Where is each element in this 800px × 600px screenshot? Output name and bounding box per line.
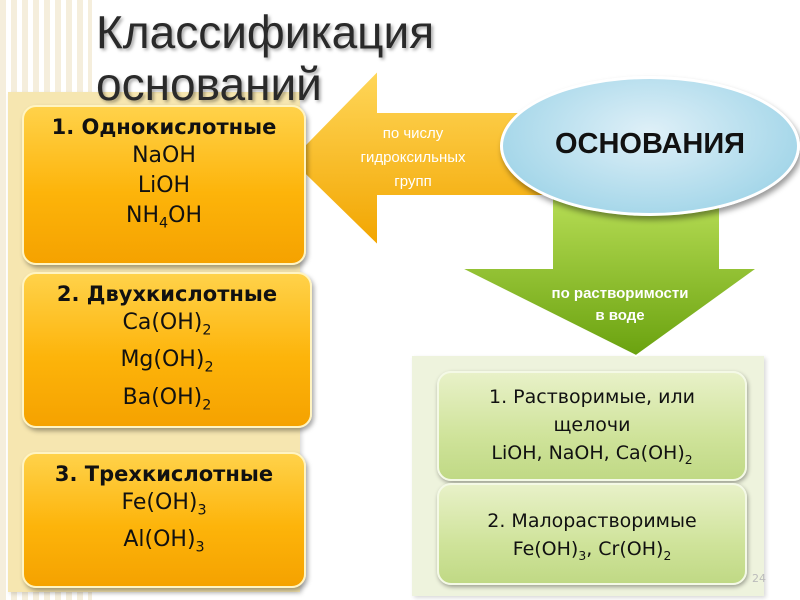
page-number: 24	[752, 572, 766, 585]
soluble-box: 1. Растворимые, или щелочи LiOH, NaOH, C…	[437, 371, 747, 481]
formula-feoh3: Fe(OH)3	[121, 490, 207, 519]
formula-baoh2: Ba(OH)2	[122, 384, 212, 414]
formula-naoh: NaOH	[132, 143, 196, 168]
formula-nh4oh: NH4OH	[126, 203, 202, 232]
formula-mgoh2: Mg(OH)2	[120, 347, 214, 376]
page-title: Классификация оснований	[96, 6, 435, 110]
monoacid-box: 1. Однокислотные NaOH LiOH NH4OH	[22, 105, 306, 265]
low-soluble-heading: 2. Малорастворимые	[487, 510, 697, 532]
arrow-hydroxyl-label: по числу гидроксильных групп	[360, 125, 466, 190]
bases-ellipse	[500, 76, 800, 216]
monoacid-heading: 1. Однокислотные	[51, 115, 277, 139]
soluble-heading: 1. Растворимые, или	[489, 386, 695, 408]
formula-aloh3: Al(OH)3	[123, 527, 205, 556]
diacid-heading: 2. Двухкислотные	[56, 282, 278, 306]
triacid-box: 3. Трехкислотные Fe(OH)3 Al(OH)3	[22, 452, 306, 588]
formula-lioh: LiOH	[137, 173, 191, 198]
soluble-formulas: LiOH, NaOH, Ca(OH)2	[491, 442, 693, 467]
diacid-box: 2. Двухкислотные Ca(OH)2 Mg(OH)2 Ba(OH)2	[22, 272, 312, 428]
soluble-subheading: щелочи	[553, 414, 631, 436]
bases-label: ОСНОВАНИЯ	[554, 128, 746, 160]
arrow-solubility-label: по растворимости в воде	[551, 285, 689, 324]
triacid-heading: 3. Трехкислотные	[54, 462, 274, 486]
formula-caoh2: Ca(OH)2	[122, 310, 212, 339]
arrow-down-shape	[459, 195, 762, 358]
low-soluble-formulas: Fe(OH)3, Cr(OH)2	[512, 538, 672, 563]
low-soluble-box: 2. Малорастворимые Fe(OH)3, Cr(OH)2	[437, 483, 747, 585]
